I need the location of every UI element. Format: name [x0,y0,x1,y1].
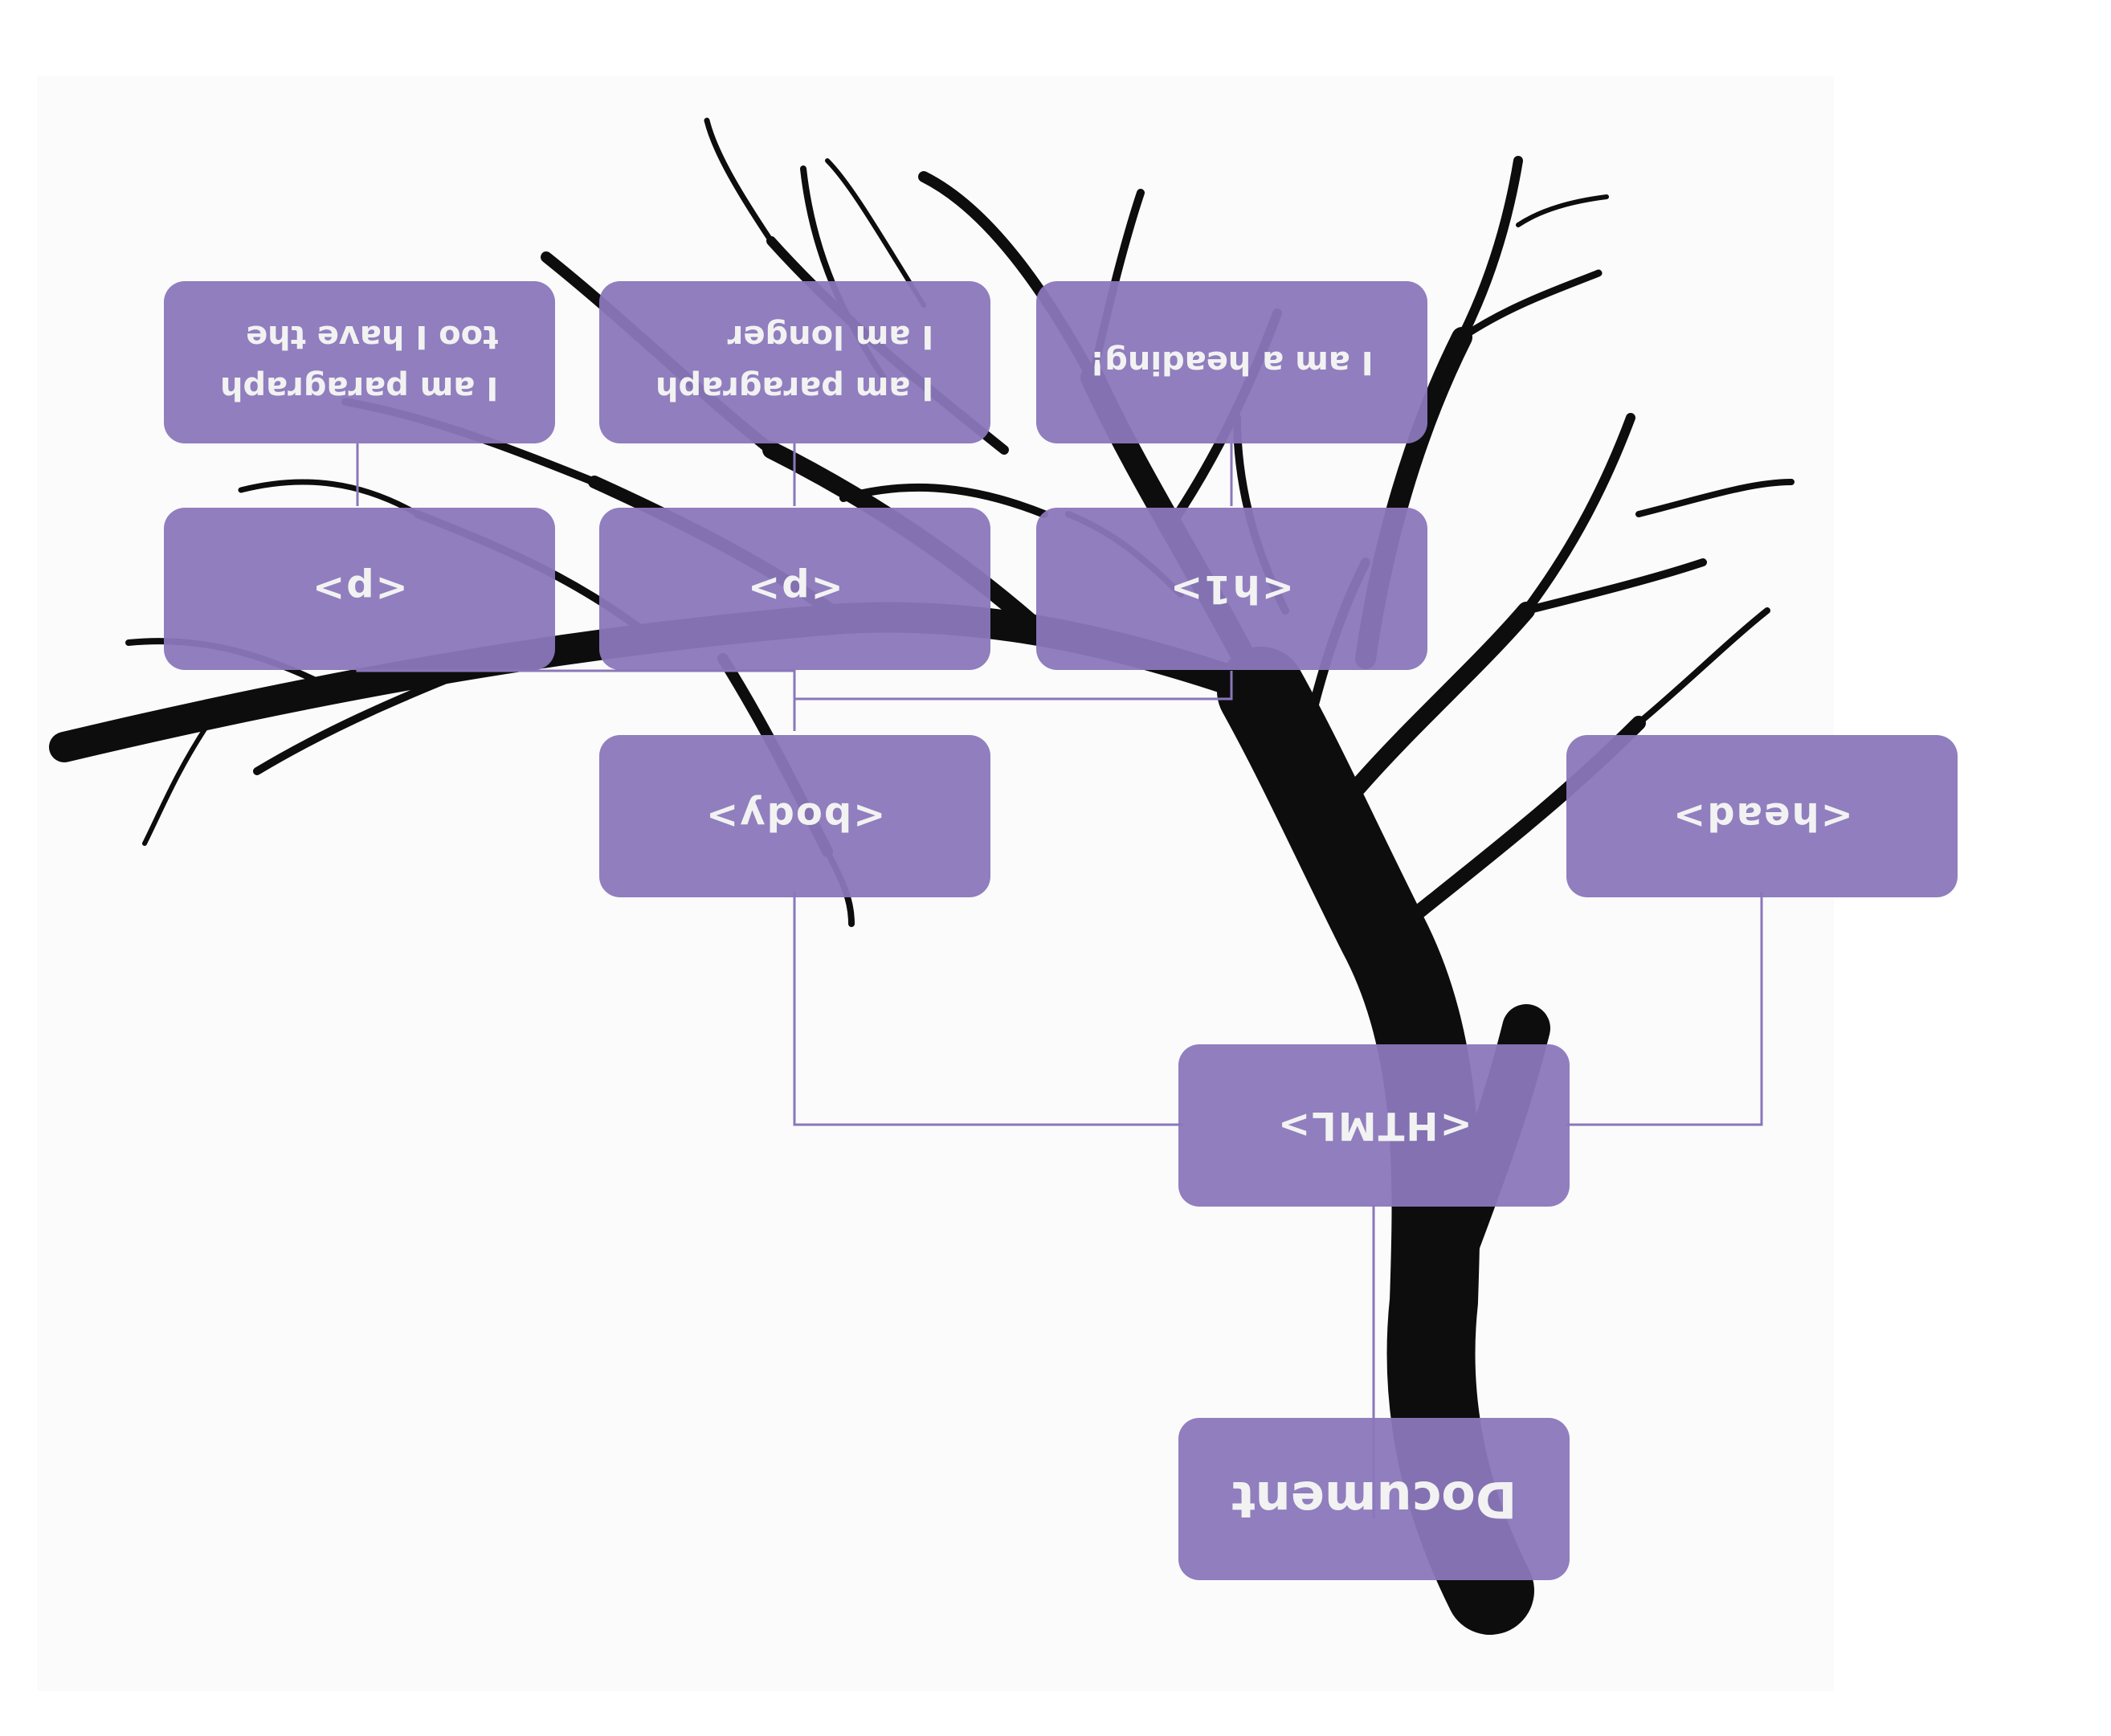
connector-html-body [793,892,1183,1126]
body-node[interactable]: <body> [599,735,990,897]
h1-node[interactable]: <h1> [1036,508,1427,670]
heading-text-label: I am a heading! [1090,344,1374,381]
connector-html-head [1566,892,1763,1126]
body-label: <body> [704,794,886,839]
document-node[interactable]: Document [1178,1418,1570,1580]
p-label-2: <p> [311,566,408,611]
p-node-1[interactable]: <p> [599,508,990,670]
paragraph-text-node-1[interactable]: I am paragraph I am longer [599,281,990,443]
h1-label: <h1> [1169,566,1295,611]
paragraph-text-label-2: I am paragraph too I have the [220,318,499,406]
paragraph-text-label-1: I am paragraph I am longer [655,318,934,406]
p-label-1: <p> [746,566,843,611]
heading-text-node[interactable]: I am a heading! [1036,281,1427,443]
head-node[interactable]: <head> [1566,735,1958,897]
document-label: Document [1231,1469,1517,1529]
paragraph-text-node-2[interactable]: I am paragraph too I have the [164,281,555,443]
p-node-2[interactable]: <p> [164,508,555,670]
html-label: <HTML> [1276,1103,1472,1148]
html-node[interactable]: <HTML> [1178,1044,1570,1207]
head-label: <head> [1671,794,1853,839]
